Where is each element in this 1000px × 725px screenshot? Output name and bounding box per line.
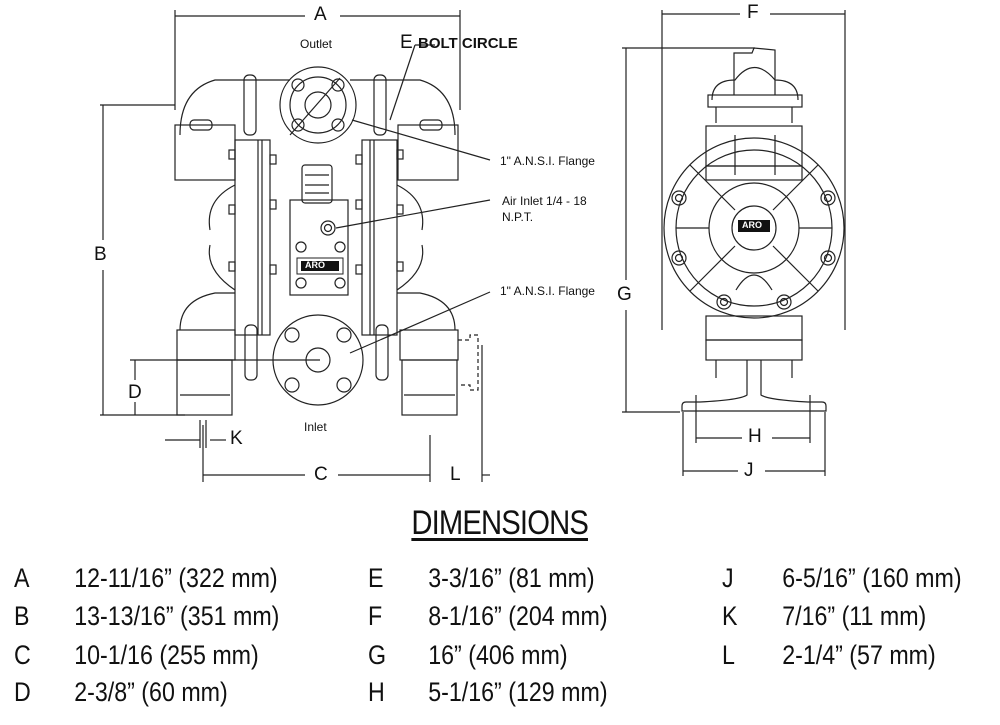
dimension-key: B	[14, 601, 30, 631]
dimension-row-c: C 10-1/16 (255 mm)	[14, 640, 259, 671]
dimension-key: E	[368, 563, 384, 593]
inlet-label: Inlet	[304, 420, 327, 434]
pump-drawing	[100, 10, 846, 482]
side-view-drawing	[622, 10, 846, 476]
dimension-value: 7/16” (11 mm)	[782, 601, 927, 631]
pump-dimension-diagram: A B C D K L F G H J Outlet Inlet E BOLT …	[94, 2, 846, 485]
dimension-row-j: J 6-5/16” (160 mm)	[722, 563, 962, 594]
dimension-value: 8-1/16” (204 mm)	[428, 601, 608, 631]
dim-label-f: F	[747, 2, 759, 23]
dimension-value: 2-3/8” (60 mm)	[74, 677, 228, 707]
dimension-row-a: A 12-11/16” (322 mm)	[14, 563, 278, 594]
dimension-key: F	[368, 601, 383, 631]
flange-top-label: 1" A.N.S.I. Flange	[500, 154, 595, 168]
dim-label-a: A	[314, 4, 327, 25]
dimension-value: 2-1/4” (57 mm)	[782, 640, 936, 670]
dimension-row-h: H 5-1/16” (129 mm)	[368, 677, 608, 708]
dim-label-d: D	[128, 382, 142, 403]
dimension-row-e: E 3-3/16” (81 mm)	[368, 563, 595, 594]
dimension-value: 12-11/16” (322 mm)	[74, 563, 278, 593]
front-view-drawing	[100, 10, 491, 482]
dim-label-g: G	[617, 284, 632, 305]
dim-label-k: K	[230, 428, 243, 449]
dimension-value: 13-13/16” (351 mm)	[74, 601, 280, 631]
dimension-value: 5-1/16” (129 mm)	[428, 677, 608, 707]
dimension-key: C	[14, 640, 31, 670]
dimension-key: G	[368, 640, 387, 670]
flange-bottom-label: 1" A.N.S.I. Flange	[500, 284, 595, 298]
dimension-value: 3-3/16” (81 mm)	[428, 563, 595, 593]
air-inlet-label: Air Inlet 1/4 - 18	[502, 194, 587, 208]
aro-logo-front	[296, 257, 344, 275]
dimension-key: H	[368, 677, 385, 707]
dimension-row-f: F 8-1/16” (204 mm)	[368, 601, 608, 632]
dimension-key: D	[14, 677, 31, 707]
dimension-key: L	[722, 640, 735, 670]
dim-label-b: B	[94, 244, 107, 265]
dimension-key: A	[14, 563, 30, 593]
dimension-key: J	[722, 563, 734, 593]
aro-logo-side	[738, 220, 770, 232]
dimensions-title: DIMENSIONS	[0, 504, 1000, 543]
bolt-circle-letter: E	[400, 32, 413, 53]
dim-label-h: H	[748, 426, 762, 447]
outlet-label: Outlet	[300, 37, 333, 51]
bolt-circle-label: BOLT CIRCLE	[418, 35, 518, 52]
dimension-value: 6-5/16” (160 mm)	[782, 563, 962, 593]
dimension-row-k: K 7/16” (11 mm)	[722, 601, 926, 632]
air-inlet-label-npt: N.P.T.	[502, 210, 534, 224]
dimension-row-d: D 2-3/8” (60 mm)	[14, 677, 228, 708]
aro-logo-side-text: ARO	[742, 220, 762, 230]
dimension-row-l: L 2-1/4” (57 mm)	[722, 640, 936, 671]
dimension-row-b: B 13-13/16” (351 mm)	[14, 601, 279, 632]
dimension-key: K	[722, 601, 738, 631]
dim-label-j: J	[744, 460, 754, 481]
dim-label-l: L	[450, 464, 461, 485]
dimension-value: 10-1/16 (255 mm)	[74, 640, 259, 670]
dim-label-c: C	[314, 464, 328, 485]
dimension-row-g: G 16” (406 mm)	[368, 640, 568, 671]
dimensions-title-text: DIMENSIONS	[411, 504, 589, 542]
aro-logo-front-text: ARO	[305, 260, 325, 270]
dimension-value: 16” (406 mm)	[428, 640, 568, 670]
